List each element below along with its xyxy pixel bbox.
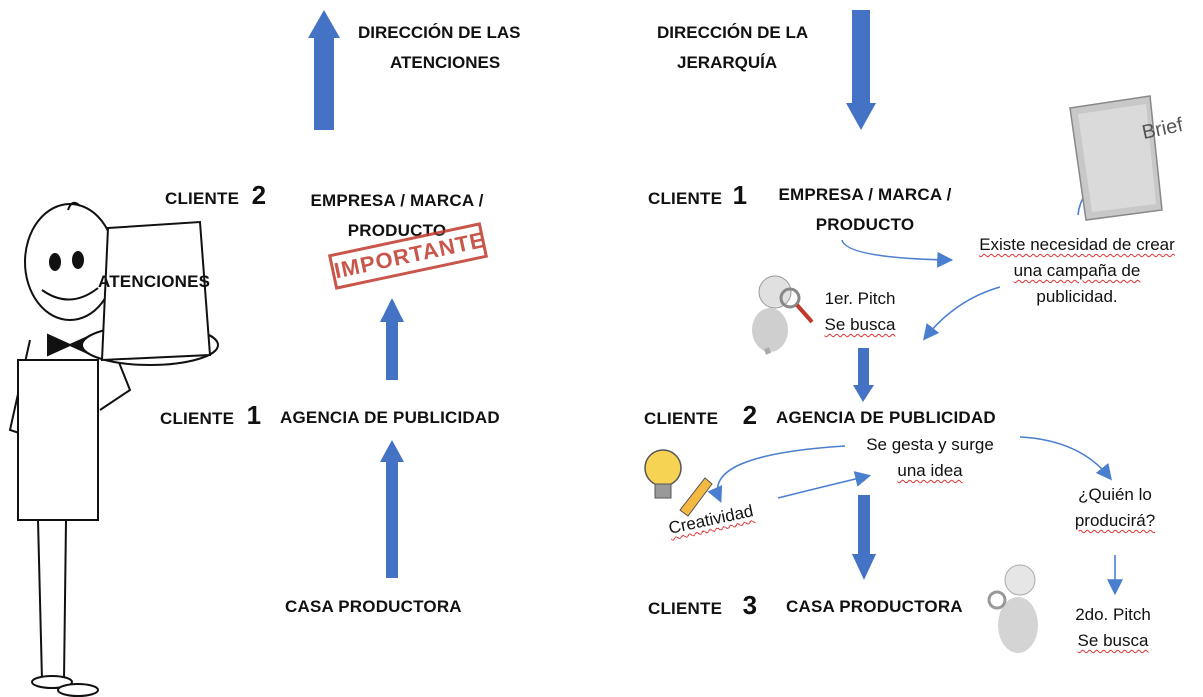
waiter-illustration <box>8 201 219 697</box>
connector-campana-pitch <box>923 286 1001 341</box>
connector-idea-quien <box>1019 436 1112 481</box>
connector-idea-creatividad <box>707 445 846 503</box>
right-cliente2-label: CLIENTE 2 <box>644 400 758 430</box>
connector-creatividad-idea <box>777 471 872 499</box>
left-cliente1-desc: AGENCIA DE PUBLICIDAD <box>280 408 500 427</box>
connector-producto-necesidad <box>841 239 954 268</box>
left-heading-line-1: DIRECCIÓN DE LAS <box>358 23 521 42</box>
lightbulb-icon <box>644 449 682 499</box>
brief-book-icon <box>1069 95 1163 221</box>
magnifier-person-icon-2 <box>987 564 1038 653</box>
right-heading-line-2: JERARQUÍA <box>677 53 778 72</box>
quien-text: ¿Quién lo producirá? <box>1074 485 1156 530</box>
necesidad-text: Existe necesidad de crear una campaña de… <box>979 235 1175 306</box>
left-heading: DIRECCIÓN DE LAS ATENCIONES <box>358 18 558 78</box>
down-arrow-bottom <box>852 495 876 580</box>
left-heading-line-2: ATENCIONES <box>390 53 501 72</box>
pitch2-text: 2do. Pitch Se busca <box>1075 605 1151 650</box>
left-casa-productora: CASA PRODUCTORA <box>285 597 462 616</box>
left-cliente1-label: CLIENTE 1 <box>160 400 262 430</box>
pencil-icon <box>679 477 713 517</box>
down-arrow-middle <box>853 348 874 402</box>
idea-text: Se gesta y surge una idea <box>866 435 994 480</box>
up-arrow-bottom <box>380 440 404 578</box>
left-cliente2-desc: EMPRESA / MARCA /PRODUCTO <box>310 191 484 240</box>
up-arrow-middle <box>380 298 404 380</box>
atenciones-label: ATENCIONES <box>98 272 211 291</box>
right-heading-line-1: DIRECCIÓN DE LA <box>657 23 809 42</box>
right-cliente3-desc: CASA PRODUCTORA <box>786 597 963 616</box>
right-cliente1-desc: EMPRESA / MARCA /PRODUCTO <box>778 185 952 234</box>
right-heading: DIRECCIÓN DE LA JERARQUÍA <box>657 18 857 78</box>
magnifier-person-icon-1 <box>752 275 814 355</box>
left-cliente2-label: CLIENTE 2 <box>165 180 267 210</box>
up-arrow-top <box>308 10 340 130</box>
down-arrow-top <box>846 10 876 130</box>
pitch1-text: 1er. Pitch Se busca <box>824 289 896 334</box>
right-cliente2-desc: AGENCIA DE PUBLICIDAD <box>776 408 996 427</box>
right-cliente1-label: CLIENTE 1 <box>648 180 748 210</box>
right-cliente3-label: CLIENTE 3 <box>648 590 758 620</box>
